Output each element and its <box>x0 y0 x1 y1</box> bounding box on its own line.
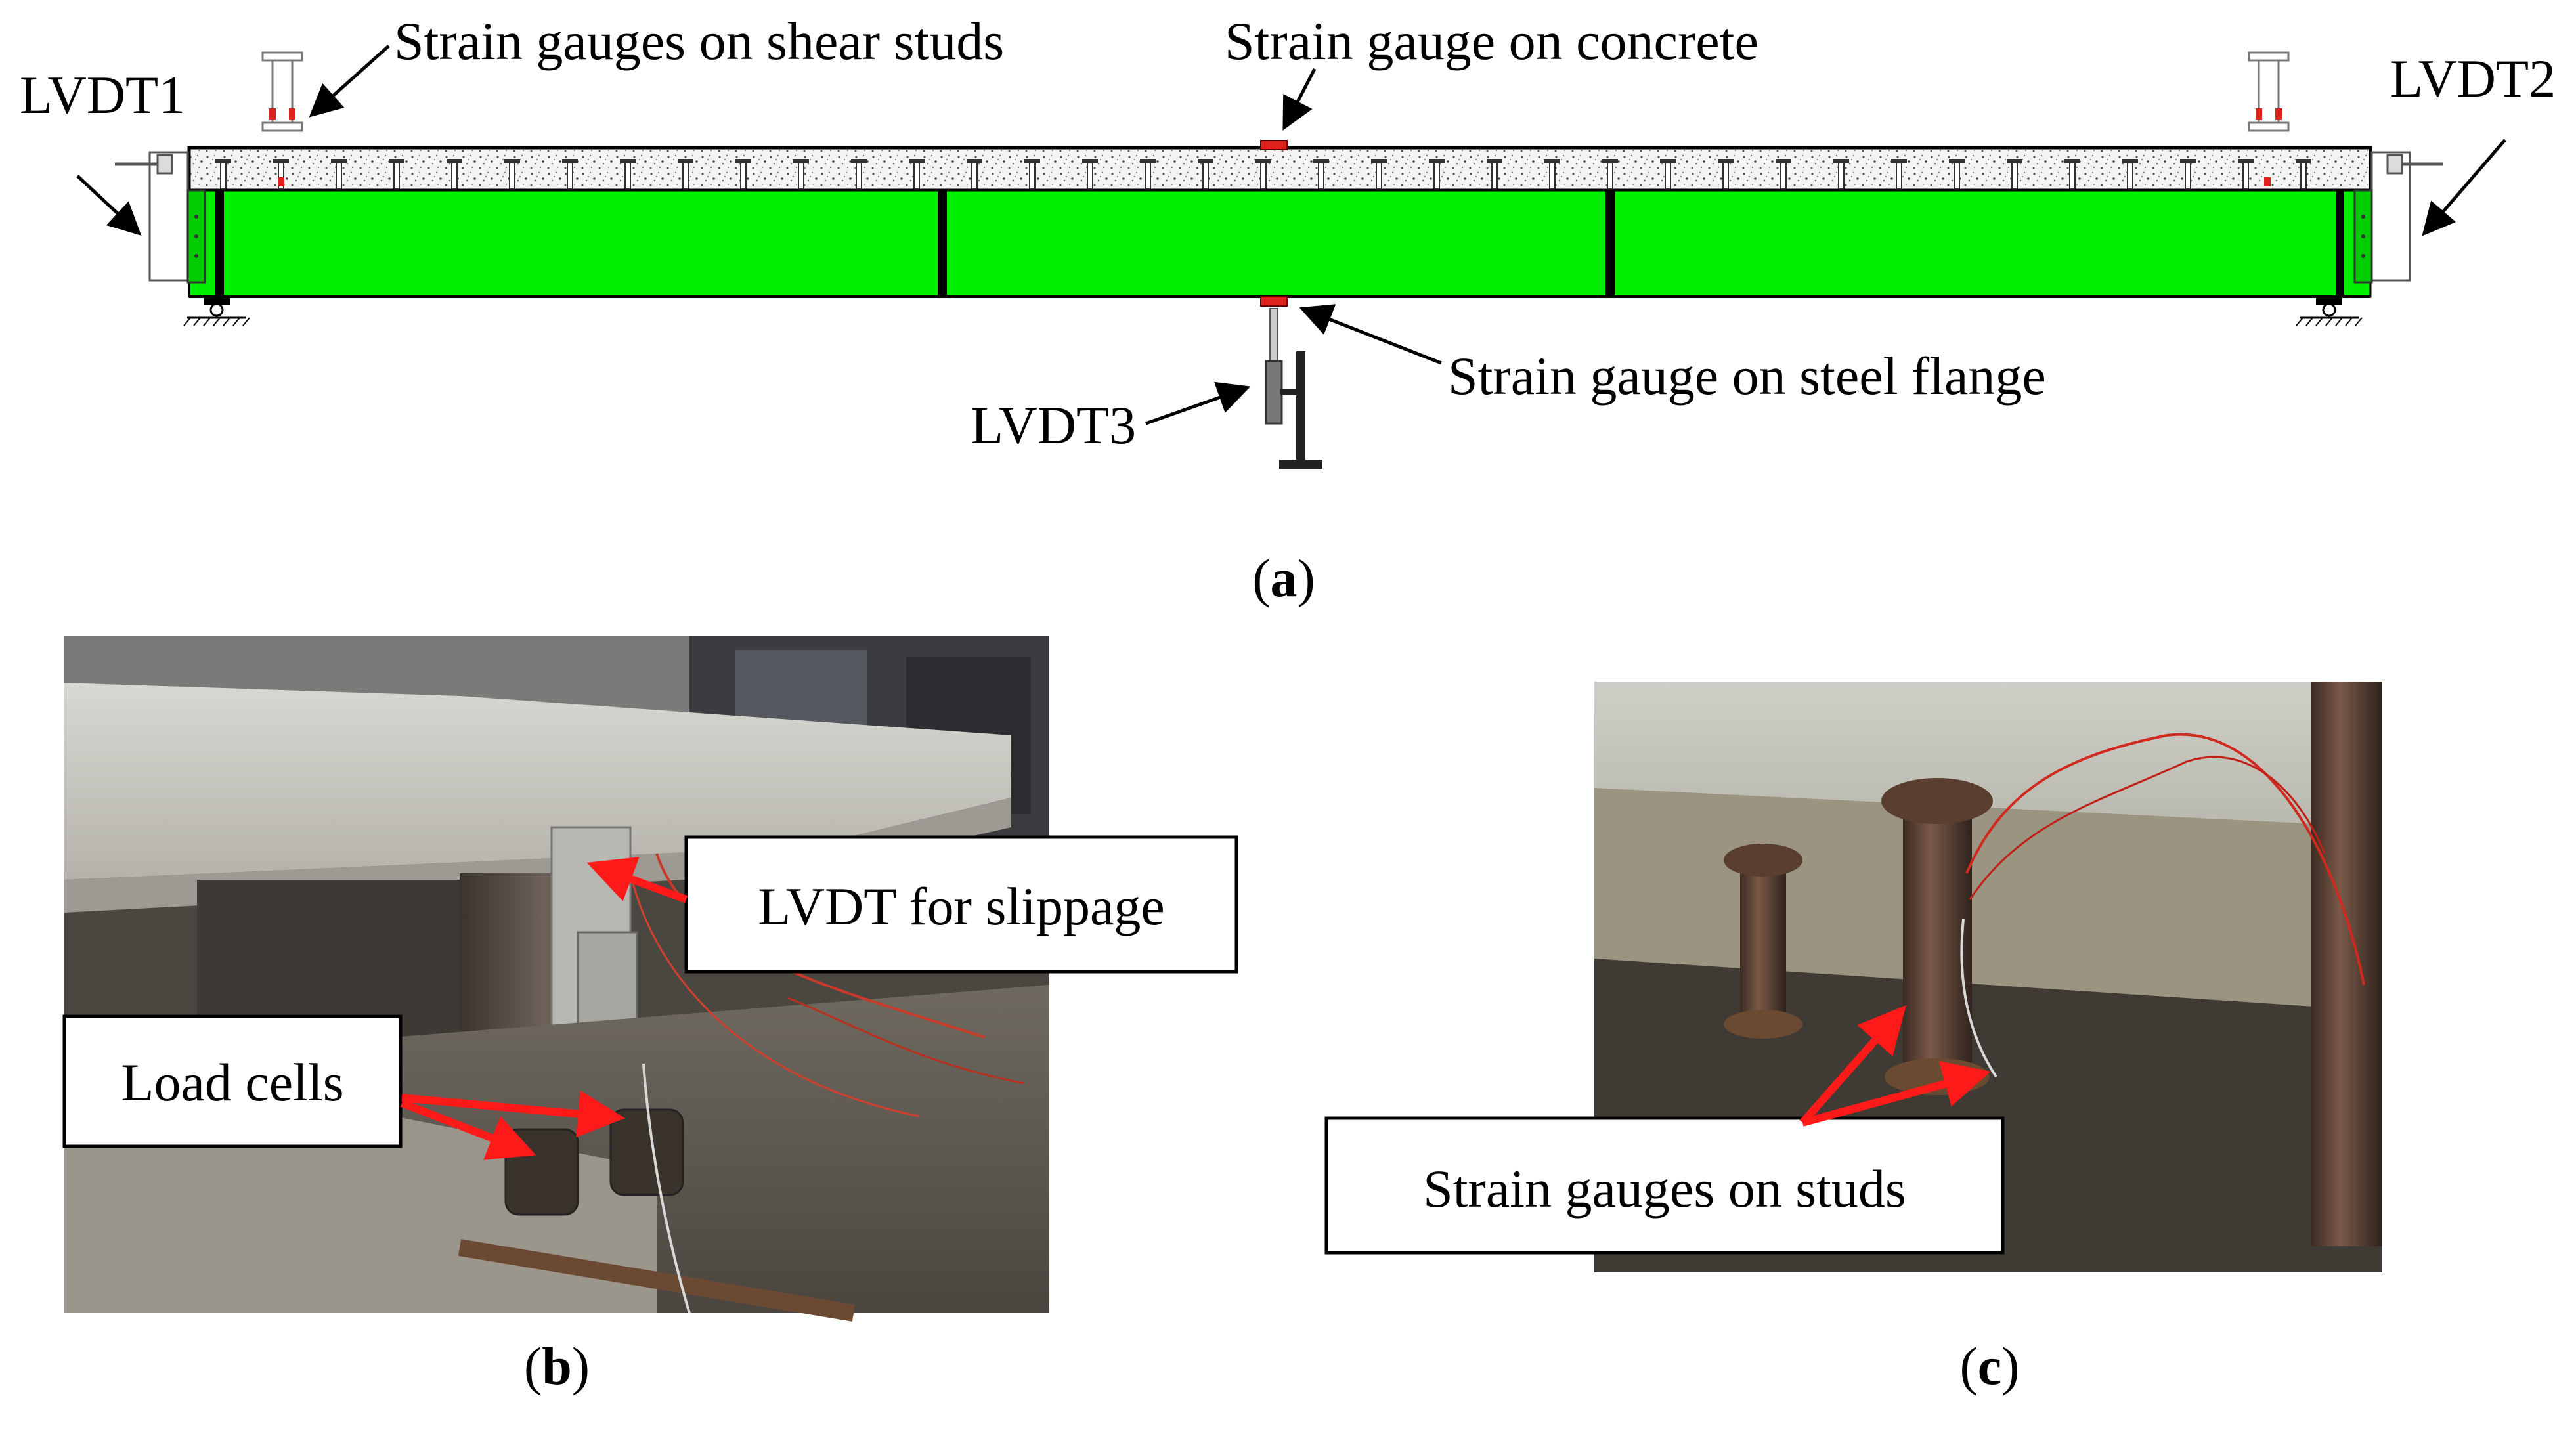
arrow-lvdt2 <box>2422 139 2506 236</box>
caption-b: (b) <box>524 1336 590 1396</box>
steel-beam <box>188 189 2372 298</box>
shear-stud <box>909 159 925 190</box>
arrow-lvdt3 <box>1145 381 1251 425</box>
shear-stud <box>1082 159 1098 190</box>
lvdt1-bracket <box>115 151 206 284</box>
lvdt2-label: LVDT2 <box>2390 49 2556 108</box>
callout-studs-text: Strain gauges on studs <box>1423 1159 1906 1219</box>
shear-stud <box>1544 159 1560 190</box>
shear-stud <box>389 159 404 190</box>
shear-stud <box>1198 159 1213 190</box>
shear-stud <box>2007 159 2022 190</box>
shear-stud <box>1660 159 1676 190</box>
callout-load-text: Load cells <box>121 1052 343 1112</box>
shear-stud <box>447 159 462 190</box>
shear-stud <box>1140 159 1156 190</box>
shear-stud <box>1602 159 1618 190</box>
red-arrow-studs-2 <box>1801 1061 1991 1127</box>
shear-stud <box>1891 159 1907 190</box>
stiffener-third-1 <box>938 190 947 297</box>
shear-stud <box>2296 159 2311 190</box>
shear-stud <box>678 159 693 190</box>
shear-stud <box>2122 159 2138 190</box>
panel-b: LVDT for slippage Load cells (b) <box>62 636 1238 1396</box>
panel-a: LVDT1 LVDT2 Strain gauges on shear studs… <box>20 11 2556 608</box>
shear-stud <box>2064 159 2080 190</box>
callout-box-lvdt <box>684 835 1238 974</box>
arrow-lvdt1 <box>76 175 142 236</box>
photo-b <box>64 636 1049 1322</box>
callout-lvdt-text: LVDT for slippage <box>758 877 1164 936</box>
shear-stud <box>504 159 520 190</box>
shear-stud <box>215 159 231 190</box>
concrete-gauge <box>1260 140 1288 150</box>
shear-stud <box>967 159 982 190</box>
stiffener-right-end <box>2336 190 2344 297</box>
sg-studs-label: Strain gauges on shear studs <box>394 11 1004 71</box>
arrow-sg-flange <box>1299 304 1442 365</box>
shear-stud <box>1313 159 1329 190</box>
callout-box-studs <box>1324 1116 2005 1255</box>
shear-stud <box>620 159 636 190</box>
arrow-sg-concrete <box>1282 68 1317 131</box>
shear-stud <box>1776 159 1791 190</box>
lvdt3-label: LVDT3 <box>971 395 1136 455</box>
caption-c: (c) <box>1959 1336 2019 1396</box>
left-support <box>183 297 250 326</box>
stud-gauge-mark <box>2264 177 2271 186</box>
red-arrow-load-2 <box>401 1090 625 1138</box>
stiffener-left-end <box>215 190 224 297</box>
shear-stud <box>2238 159 2254 190</box>
red-arrow-load-1 <box>400 1099 536 1160</box>
shear-studs <box>215 159 2311 190</box>
sg-concrete-label: Strain gauge on concrete <box>1225 11 1758 71</box>
caption-a: (a) <box>1252 548 1315 608</box>
shear-stud <box>1429 159 1445 190</box>
shear-stud <box>735 159 751 190</box>
panel-c: Strain gauges on studs (c) <box>1324 682 2382 1396</box>
photo-c <box>1594 682 2382 1272</box>
right-support <box>2296 297 2363 326</box>
shear-stud <box>273 159 289 190</box>
concrete-slab <box>187 146 2372 192</box>
shear-stud <box>331 159 347 190</box>
shear-stud <box>562 159 578 190</box>
shear-stud <box>793 159 809 190</box>
lvdt3-stand <box>1265 308 1322 469</box>
red-arrow-lvdt <box>586 857 688 903</box>
stud-detail-right <box>2248 51 2290 132</box>
callout-box-load <box>62 1014 403 1148</box>
shear-stud <box>1371 159 1387 190</box>
shear-stud <box>1718 159 1734 190</box>
stud-detail-left <box>261 51 303 132</box>
lvdt2-bracket <box>2353 151 2443 284</box>
stud-gauge-mark <box>278 177 284 186</box>
flange-gauge <box>1260 296 1288 307</box>
shear-stud <box>1024 159 1040 190</box>
shear-stud <box>1255 159 1271 190</box>
lvdt1-label: LVDT1 <box>20 65 185 125</box>
shear-stud <box>1949 159 1965 190</box>
stiffener-third-2 <box>1605 190 1615 297</box>
arrow-sg-studs <box>309 45 390 118</box>
shear-stud <box>1833 159 1849 190</box>
shear-stud <box>2180 159 2196 190</box>
sg-flange-label: Strain gauge on steel flange <box>1448 346 2046 406</box>
shear-stud <box>851 159 867 190</box>
shear-stud <box>1487 159 1502 190</box>
red-arrow-studs-1 <box>1799 1005 1906 1125</box>
